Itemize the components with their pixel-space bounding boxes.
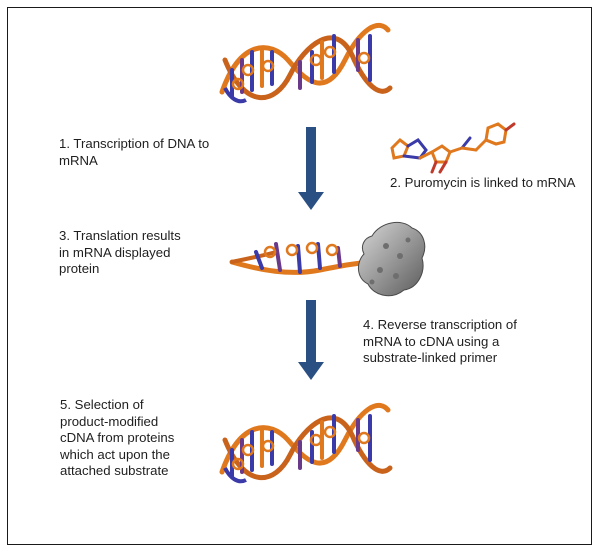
dna-helix-top-icon (219, 22, 393, 104)
step-1-label: 1. Transcription of DNA to mRNA (59, 136, 210, 168)
step-4-label: 4. Reverse transcription of mRNA to cDNA… (363, 317, 517, 365)
mrna-protein-complex-icon (229, 221, 426, 297)
step-5-label: 5. Selection of product-modified cDNA fr… (60, 397, 175, 478)
step-3-label: 3. Translation results in mRNA displayed… (59, 228, 181, 276)
down-arrow-1-icon (298, 127, 324, 210)
step-2-label: 2. Puromycin is linked to mRNA (390, 175, 576, 190)
down-arrow-2-icon (298, 300, 324, 380)
dna-helix-bottom-icon (219, 402, 393, 484)
puromycin-molecule-icon (390, 122, 516, 174)
